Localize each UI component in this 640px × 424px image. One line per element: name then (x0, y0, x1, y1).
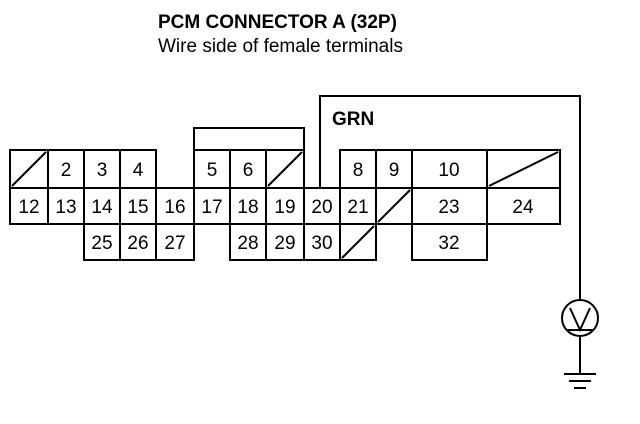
pin-label: 8 (353, 160, 364, 181)
connector-lock-tab (193, 127, 305, 151)
pin-label: 23 (438, 197, 459, 218)
pin-label: 5 (207, 160, 218, 181)
probe-wire (319, 95, 581, 300)
pin-label: 2 (61, 160, 72, 181)
terminal-24 (486, 187, 561, 225)
connector-row-3: 25 26 27 28 29 30 32 (83, 223, 488, 261)
pin-label: 20 (311, 197, 332, 218)
pin-label: 13 (55, 197, 76, 218)
pin-label: 29 (274, 233, 295, 254)
pin-label: 28 (237, 233, 258, 254)
pin-label: 21 (347, 197, 368, 218)
pin-label: 25 (91, 233, 112, 254)
pin-label: 26 (127, 233, 148, 254)
pin-label: 12 (18, 197, 39, 218)
voltmeter-icon (561, 299, 599, 337)
pin-label: 32 (438, 233, 459, 254)
pin-label: 4 (133, 160, 144, 181)
terminal-blank (339, 223, 377, 261)
pin-label: 18 (237, 197, 258, 218)
pin-label: 10 (438, 160, 459, 181)
terminal-32 (411, 223, 488, 261)
connector-row-1: 2 3 4 5 6 8 9 10 (9, 149, 561, 189)
pin-label: 27 (164, 233, 185, 254)
pin-label: 17 (201, 197, 222, 218)
pin-label: 9 (389, 160, 400, 181)
pin-label: 15 (127, 197, 148, 218)
diagram-subtitle: Wire side of female terminals (158, 36, 403, 57)
terminal-27 (155, 223, 195, 261)
connector-row-2: 12 13 14 15 16 17 18 19 20 21 23 24 (9, 187, 561, 225)
pin-label: 24 (512, 197, 534, 218)
ground-icon (564, 336, 596, 389)
pin-label: 19 (274, 197, 295, 218)
pin-label: 14 (91, 197, 113, 218)
pin-label: 6 (243, 160, 254, 181)
pin-label: 16 (164, 197, 185, 218)
pin-label: 30 (311, 233, 332, 254)
diagram-title: PCM CONNECTOR A (32P) (158, 12, 397, 33)
wire-color-label: GRN (332, 109, 374, 130)
pin-label: 3 (97, 160, 108, 181)
